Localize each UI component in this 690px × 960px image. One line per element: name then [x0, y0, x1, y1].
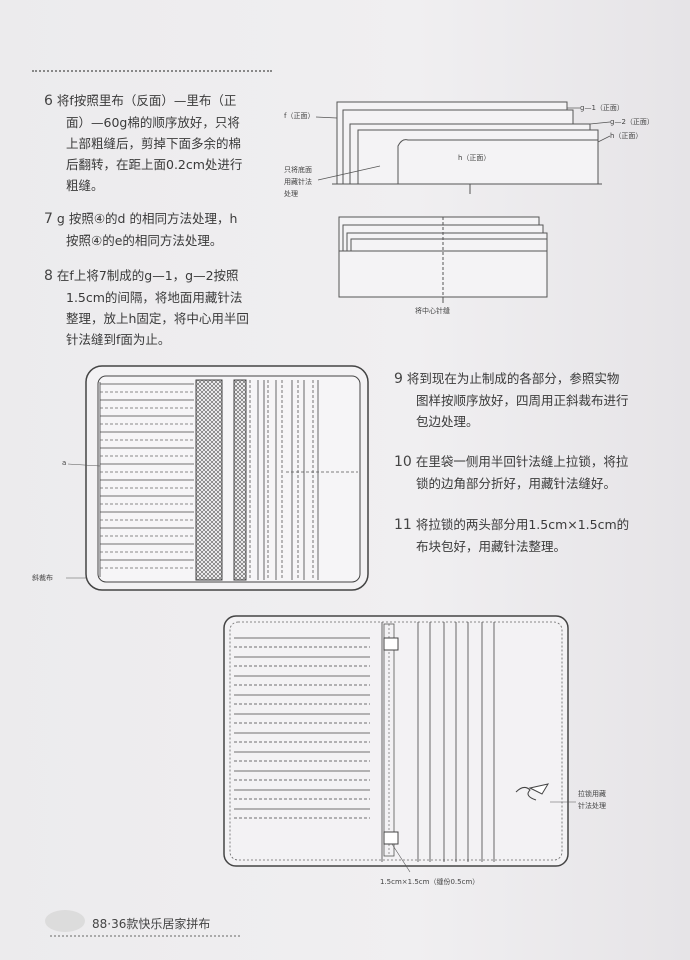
step-line: 锁的边角部分折好，用藏针法缝好。	[416, 476, 617, 491]
step-line: 粗缝。	[66, 178, 104, 193]
diagram-label: 处理	[284, 189, 298, 198]
diagram-label: a	[62, 459, 66, 467]
book-title: ·36款快乐居家拼布	[107, 917, 211, 931]
diagram-label: h（正面）	[458, 154, 490, 162]
step-line: 在里袋一侧用半回针法缝上拉锁，将拉	[415, 454, 629, 469]
step-line: 将到现在为止制成的各部分，参照实物	[406, 371, 620, 386]
step-line: 将拉锁的两头部分用1.5cm×1.5cm的	[415, 517, 630, 532]
step-number: 7	[44, 211, 53, 227]
step-line: 在f上将7制成的g—1，g—2按照	[56, 268, 239, 283]
page-footer: 88·36款快乐居家拼布	[92, 915, 210, 932]
diagram-label: 拉锁用藏	[578, 789, 606, 798]
step-line: g 按照④的d 的相同方法处理，h	[56, 211, 238, 226]
step-line: 后翻转，在距上面0.2cm处进行	[66, 157, 243, 172]
diagram-label: 针法处理	[578, 801, 606, 810]
diagram-label: 只将底面	[284, 165, 312, 174]
step-line: 1.5cm的间隔，将地面用藏针法	[66, 290, 243, 305]
step-line: 针法缝到f面为止。	[66, 332, 171, 347]
step-line: 面）—60g棉的顺序放好，只将	[66, 115, 240, 130]
layering-diagram: f（正面） g—1（正面） g—2（正面） h（正面） h（正面） 只将底面 用…	[284, 101, 654, 198]
footer-rule	[50, 935, 240, 937]
dotted-rule	[32, 70, 272, 72]
diagram-label: 1.5cm×1.5cm（缝份0.5cm）	[380, 877, 479, 886]
diagram-label: g—1（正面）	[580, 104, 624, 112]
step-number: 10	[394, 454, 412, 470]
diagram-label: g—2（正面）	[610, 118, 654, 126]
step-line: 将f按照里布（反面）—里布（正	[56, 93, 237, 108]
diagram-label: f（正面）	[284, 112, 314, 120]
step-number: 6	[44, 93, 53, 109]
diagram-label: 斜裁布	[32, 573, 53, 582]
step-number: 11	[394, 517, 412, 533]
diagram-label: h（正面）	[610, 132, 642, 140]
step-number: 9	[394, 371, 403, 387]
diagram-label: 将中心针缝	[415, 306, 450, 315]
diagram-label: 用藏针法	[284, 177, 312, 186]
step-line: 图样按顺序放好，四周用正斜裁布进行	[416, 393, 629, 408]
step-line: 包边处理。	[416, 414, 479, 429]
center-seam-diagram: 将中心针缝	[338, 216, 548, 315]
step-line: 上部粗缝后，剪掉下面多余的棉	[66, 136, 242, 151]
zipper-finish-diagram: 拉锁用藏 针法处理 1.5cm×1.5cm（缝份0.5cm）	[223, 615, 606, 886]
step-line: 布块包好，用藏针法整理。	[416, 539, 567, 554]
page-number: 88	[92, 917, 108, 931]
step-number: 8	[44, 268, 53, 284]
step-line: 整理，放上h固定，将中心用半回	[66, 311, 249, 326]
step-line: 按照④的e的相同方法处理。	[66, 233, 223, 248]
footer-decoration	[45, 910, 85, 932]
interior-layout-diagram: a 斜裁布	[32, 365, 369, 591]
